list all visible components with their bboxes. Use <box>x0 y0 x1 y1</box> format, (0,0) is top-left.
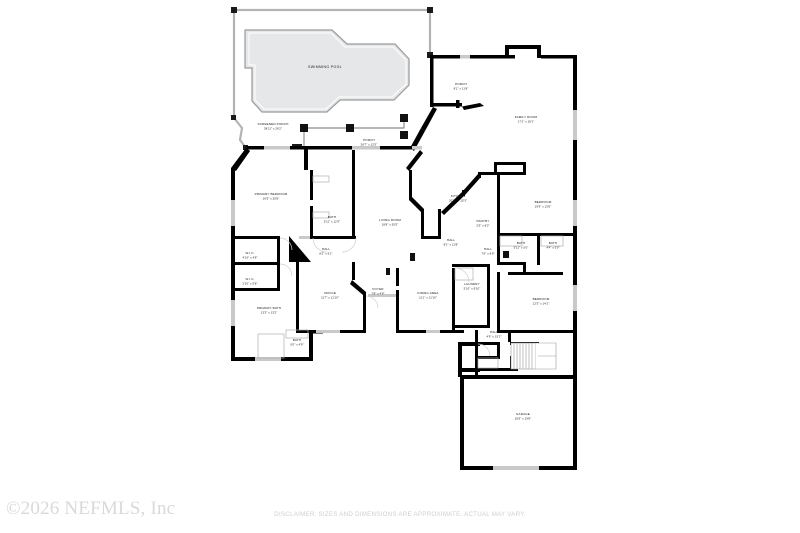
room-name: OFFICE <box>324 291 336 295</box>
room-dimension: 5'0" x 4'9" <box>290 343 303 347</box>
room-dimension: 5'10" x 9'10" <box>464 287 481 291</box>
room-dimension: 7'8" x 4'9" <box>371 292 384 296</box>
room-name: SWIMMING POOL <box>308 65 342 69</box>
room-label-hall-kitchen: HALL 8'1" x 11'8" <box>444 238 459 247</box>
room-dimension: 7'6" x 8'9" <box>481 252 494 256</box>
room-dimension: 8'2" x 5'1" <box>319 252 332 256</box>
room-label-bedroom-upper: BEDROOM 19'9" x 13'6" <box>535 200 552 209</box>
room-dimension: 19'9" x 13'6" <box>535 205 552 209</box>
room-dimension: 4'9" x 15'2" <box>487 335 502 339</box>
room-name: BEDROOM <box>533 297 550 301</box>
room-name: BATH <box>328 215 337 219</box>
room-name: W.I.C. <box>245 251 254 255</box>
room-name: HALL <box>322 247 330 251</box>
room-label-primary-bedroom: PRIMARY BEDROOM 16'5" x 20'8" <box>255 192 288 201</box>
room-label-office: OFFICE 11'7" x 11'10" <box>321 291 339 300</box>
room-dimension: 38'11" x 26'2" <box>264 127 282 131</box>
room-dimension: 17'1" x 18'1" <box>518 120 535 124</box>
room-label-dining-area: DINING AREA 11'1" x 11'10" <box>417 291 439 300</box>
room-label-foyer: FOYER 7'8" x 4'9" <box>371 287 384 296</box>
room-dimension: 5'11" x 5'0" <box>514 246 529 250</box>
room-label-swimming-pool: SWIMMING POOL <box>308 65 342 69</box>
room-label-screened-porch: SCREENED PORCH 38'11" x 26'2" <box>258 122 289 131</box>
room-label-bath-right: BATH 4'4" x 5'0" <box>546 241 559 250</box>
room-dimension: 11'1" x 11'10" <box>419 296 437 300</box>
room-dimension: 18'8" x 20'5" <box>382 223 399 227</box>
room-label-bath-small: BATH 5'0" x 4'9" <box>290 338 303 347</box>
room-label-living-room: LIVING ROOM 18'8" x 20'5" <box>379 218 401 227</box>
room-label-family-room: FAMILY ROOM 17'1" x 18'1" <box>515 115 538 124</box>
room-name: W.I.C. <box>245 277 254 281</box>
room-dimension: 4'4" x 5'0" <box>546 246 559 250</box>
room-dimension: 20'11" x 15'3" <box>449 199 467 203</box>
room-label-garage: GARAGE 18'5" x 19'8" <box>515 412 532 421</box>
porch-columns <box>300 114 408 139</box>
room-name: FOYER <box>372 287 384 291</box>
room-dimension: 26'7" x 12'5" <box>361 143 378 147</box>
room-dimension: 16'5" x 20'8" <box>263 197 280 201</box>
room-dimension: 8'1" x 11'8" <box>444 243 459 247</box>
room-label-pantry: PANTRY 2'5" x 8'2" <box>476 219 489 228</box>
room-name: SCREENED PORCH <box>258 122 289 126</box>
room-label-hall-center: HALL 7'6" x 8'9" <box>481 247 494 256</box>
window-and-door-openings <box>231 55 577 470</box>
room-name: GARAGE <box>516 412 530 416</box>
room-name: KITCHEN <box>451 194 465 198</box>
room-label-bath-primary-hall: BATH 5'11" x 12'5" <box>324 215 340 224</box>
room-name: HALL <box>484 247 492 251</box>
room-name: PORCH <box>455 82 467 86</box>
interior-walls <box>231 150 577 376</box>
room-label-laundry: LAUNDRY 5'10" x 9'10" <box>464 282 481 291</box>
room-name: BATH <box>549 241 558 245</box>
room-name: DINING AREA <box>417 291 439 295</box>
room-labels: SWIMMING POOL SCREENED PORCH 38'11" x 26… <box>243 65 560 421</box>
room-name: HALL <box>490 330 498 334</box>
room-dimension: 2'10" x 5'8" <box>243 282 258 286</box>
room-label-porch-main: PORCH 26'7" x 12'5" <box>361 138 378 147</box>
disclaimer-text: DISCLAIMER: SIZES AND DIMENSIONS ARE APP… <box>274 511 526 518</box>
door-swings <box>279 237 491 357</box>
room-label-bedroom-lower: BEDROOM 12'3" x 14'1" <box>533 297 550 306</box>
room-name: PORCH <box>363 138 375 142</box>
room-name: LIVING ROOM <box>379 218 401 222</box>
room-label-bath-left: BATH 5'11" x 5'0" <box>514 241 529 250</box>
room-name: PANTRY <box>477 219 490 223</box>
staircase <box>510 342 557 370</box>
room-dimension: 18'5" x 19'8" <box>515 417 532 421</box>
room-name: BEDROOM <box>535 200 552 204</box>
room-dimension: 11'7" x 11'10" <box>321 296 339 300</box>
room-name: BATH <box>517 241 526 245</box>
primary-bedroom-bay <box>231 148 250 171</box>
room-label-wic-lower: W.I.C. 2'10" x 5'8" <box>243 277 258 286</box>
room-name: LAUNDRY <box>464 282 480 286</box>
room-label-porch-side: PORCH 8'1" x 11'8" <box>454 82 469 91</box>
room-label-hall-garage: HALL 4'9" x 15'2" <box>487 330 502 339</box>
swimming-pool-shape <box>244 29 410 113</box>
porch-boundary <box>303 118 405 148</box>
room-label-kitchen: KITCHEN 20'11" x 15'3" <box>449 194 467 203</box>
room-dimension: 12'3" x 14'1" <box>533 302 550 306</box>
room-dimension: 13'3" x 13'2" <box>261 311 278 315</box>
room-name: BATH <box>293 338 302 342</box>
room-label-wic-upper: W.I.C. 4'10" x 4'8" <box>243 251 258 260</box>
room-dimension: 4'10" x 4'8" <box>243 256 258 260</box>
room-dimension: 2'5" x 8'2" <box>476 224 489 228</box>
room-dimension: 8'1" x 11'8" <box>454 87 469 91</box>
room-dimension: 5'11" x 12'5" <box>324 220 340 224</box>
room-label-hall-primary: HALL 8'2" x 5'1" <box>319 247 332 256</box>
plan-markers <box>386 251 509 275</box>
mls-copyright-watermark: ©2026 NEFMLS, Inc <box>6 498 176 519</box>
fixtures <box>257 175 564 369</box>
room-label-primary-bath: PRIMARY BATH 13'3" x 13'2" <box>257 306 281 315</box>
room-name: PRIMARY BEDROOM <box>255 192 288 196</box>
room-name: PRIMARY BATH <box>257 306 281 310</box>
room-name: HALL <box>447 238 455 242</box>
room-name: FAMILY ROOM <box>515 115 538 119</box>
